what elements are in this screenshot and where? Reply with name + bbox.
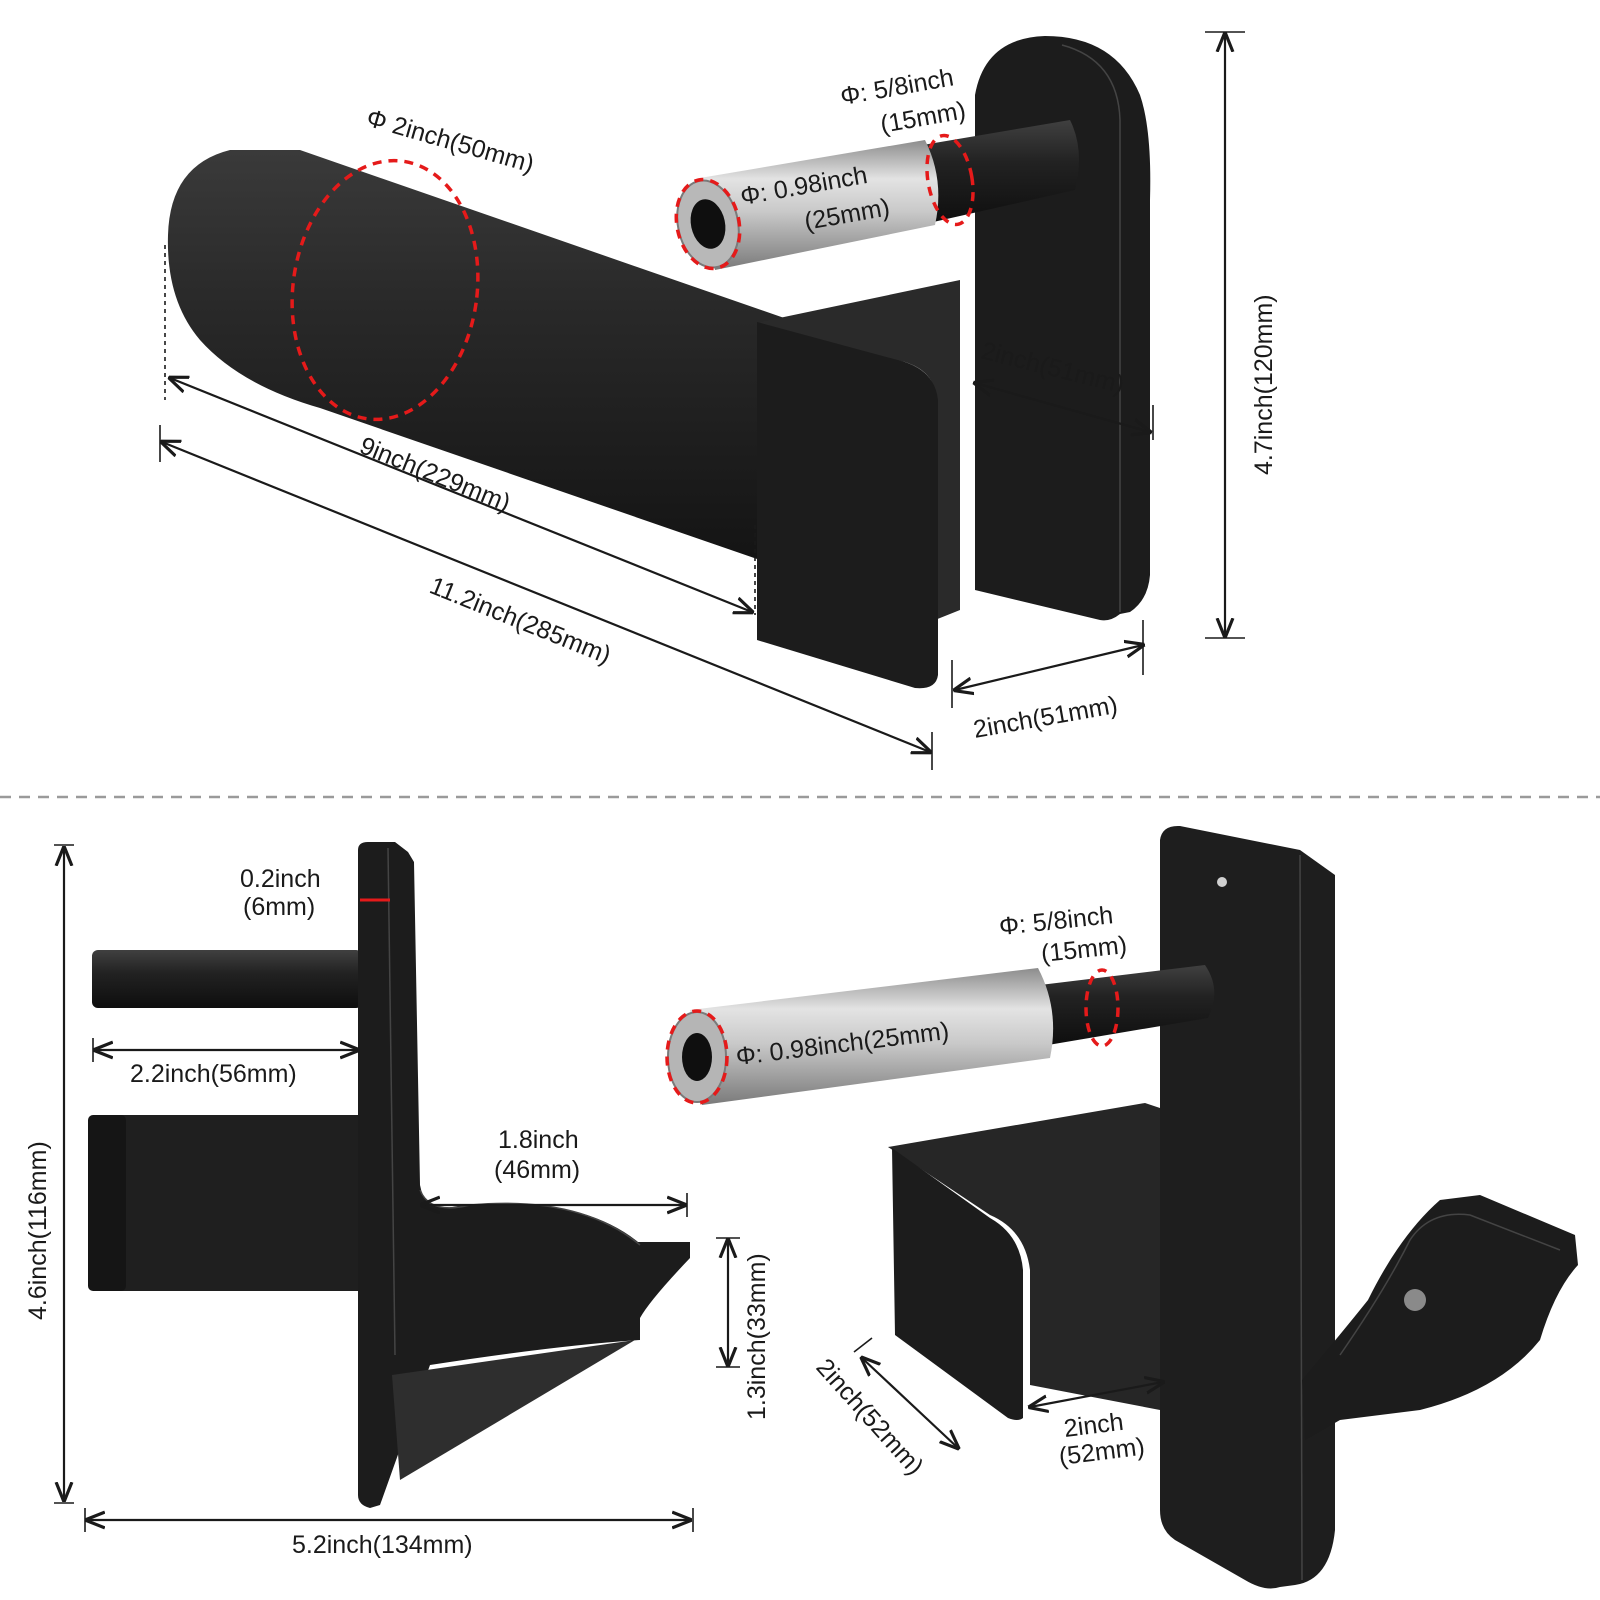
top-view: Φ: 5/8inch (15mm) Φ: 0.98inch (25mm) Φ 2… <box>160 31 1278 770</box>
side-total-height-label: 4.6inch(116mm) <box>24 1141 52 1320</box>
iso-mount-hole <box>1217 877 1227 887</box>
iso-pin-marker <box>1084 968 1120 1048</box>
side-hook-depth-label: 1.3inch(33mm) <box>743 1253 771 1420</box>
iso-sleeve <box>690 968 1054 1105</box>
side-pin <box>92 950 362 1008</box>
top-post-diameter-label: Φ 2inch(50mm) <box>363 104 537 179</box>
iso-pin <box>1040 965 1215 1045</box>
top-bracket-front <box>757 322 938 689</box>
iso-pin-diameter-mm-label: (15mm) <box>1040 931 1129 968</box>
iso-view: Φ: 5/8inch (15mm) Φ: 0.98inch(25mm) 2inc… <box>665 825 1578 1589</box>
top-pin <box>905 120 1079 225</box>
side-thickness-mm-label: (6mm) <box>243 893 315 921</box>
iso-bracket-depth-label: 2inch(52mm) <box>811 1353 929 1480</box>
side-view: 0.2inch (6mm) 2.2inch(56mm) 1.8inch (46m… <box>24 842 771 1559</box>
side-bracket-lip <box>88 1115 126 1291</box>
top-sleeve-marker <box>674 177 742 271</box>
side-total-width-label: 5.2inch(134mm) <box>292 1531 473 1559</box>
top-u-bracket <box>760 280 960 620</box>
top-pin-diameter-mm-label: (15mm) <box>878 96 968 139</box>
side-thickness-label: 0.2inch <box>240 865 321 893</box>
side-pin-length-label: 2.2inch(56mm) <box>130 1060 297 1088</box>
top-pin-marker <box>925 133 975 227</box>
side-hook-width-label: 1.8inch <box>498 1126 579 1154</box>
iso-sleeve-marker <box>665 1009 729 1105</box>
iso-back-plate <box>1160 825 1335 1589</box>
iso-bracket-front <box>892 1148 1023 1420</box>
side-gusset <box>392 1340 635 1480</box>
top-post-marker <box>290 158 480 422</box>
side-bracket-block <box>120 1115 362 1291</box>
iso-bracket-top <box>888 1103 1160 1410</box>
iso-hook <box>1302 1195 1578 1440</box>
side-hook-width-mm-label: (46mm) <box>494 1156 580 1184</box>
top-bracket-width-label: 2inch(51mm) <box>971 691 1120 744</box>
top-total-height-label: 4.7inch(120mm) <box>1250 294 1278 475</box>
top-sleeve <box>700 140 939 270</box>
side-plate-hook <box>358 842 690 1508</box>
